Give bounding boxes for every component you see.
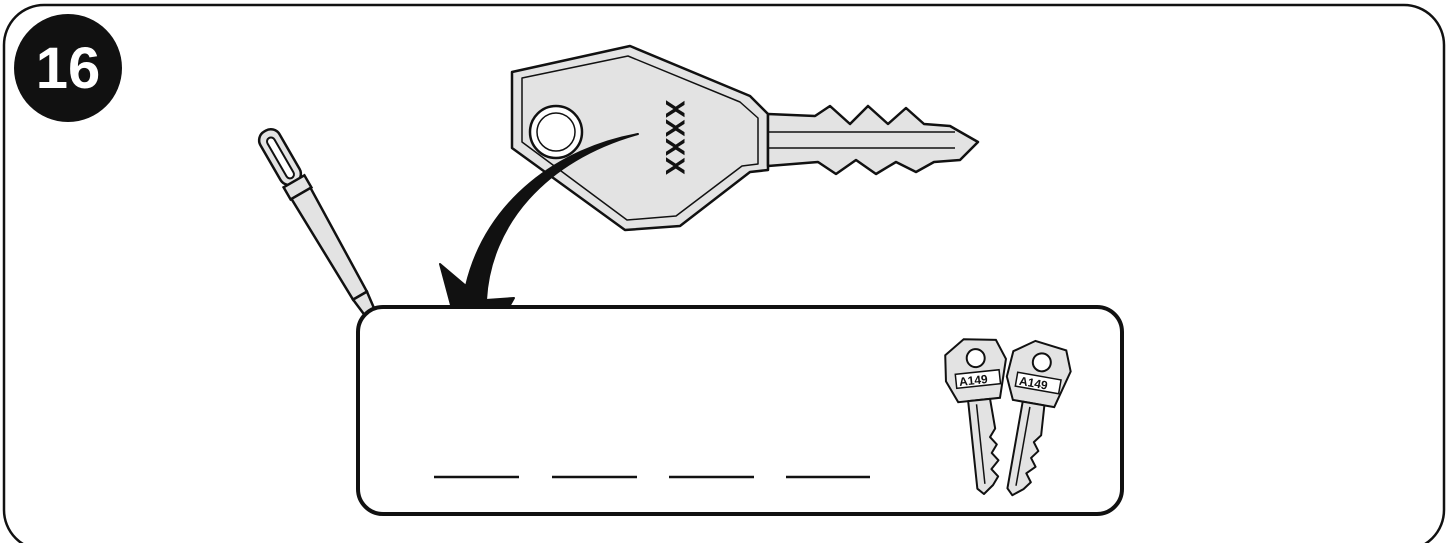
step-badge: 16 (14, 14, 122, 122)
step-number: 16 (36, 36, 101, 101)
key-code-label: XXXX (660, 100, 690, 176)
key-ring-hole (530, 106, 582, 158)
